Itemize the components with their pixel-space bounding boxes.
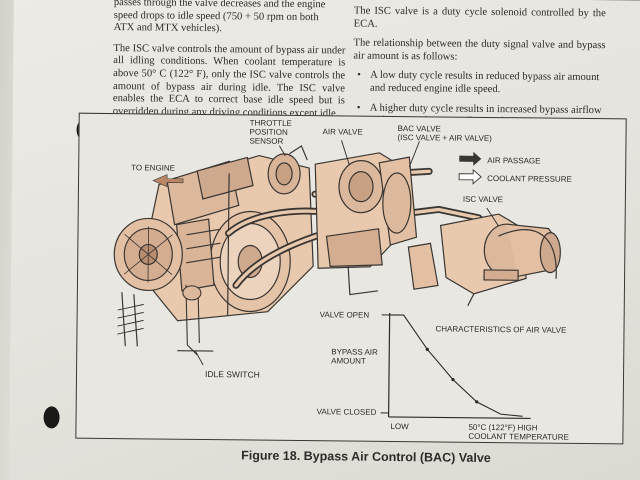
graph-label-bypass-2: AMOUNT <box>331 356 366 365</box>
label-throttle-1: THROTTLE <box>250 118 292 127</box>
bullet-low-duty: A low duty cycle results in reduced bypa… <box>357 70 605 98</box>
label-to-engine: TO ENGINE <box>131 163 175 172</box>
to-engine-arrow-icon <box>152 174 184 188</box>
throttle-body-drawing <box>139 154 314 322</box>
label-isc-valve: ISC VALVE <box>463 195 503 204</box>
graph-title: CHARACTERISTICS OF AIR VALVE <box>435 324 566 334</box>
graph-point-3 <box>475 400 479 404</box>
legend-air-passage: AIR PASSAGE <box>487 156 540 166</box>
label-throttle-2: POSITION <box>250 127 289 136</box>
figure-legend: AIR PASSAGE COOLANT PRESSURE <box>458 151 572 185</box>
graph-label-valve-open: VALVE OPEN <box>320 310 370 320</box>
coolant-pressure-arrow-icon <box>458 168 482 185</box>
label-leader-lines <box>194 140 499 366</box>
graph-label-low: LOW <box>390 422 409 431</box>
graph-label-high-1: 50°C (122°F) HIGH <box>468 423 537 433</box>
graph-y-axis <box>387 312 391 417</box>
isc-valve-drawing <box>439 213 561 307</box>
air-valve-drawing <box>314 152 400 296</box>
graph-label-valve-closed: VALVE CLOSED <box>317 407 377 417</box>
idle-switch-linkage <box>177 284 214 356</box>
figure-caption: Figure 18. Bypass Air Control (BAC) Valv… <box>241 448 491 466</box>
right-paragraph-1: The ISC valve is a duty cycle solenoid c… <box>353 5 606 30</box>
air-passage-arrow-icon <box>459 151 482 166</box>
left-paragraph-isc: The ISC valve controls the amount of byp… <box>112 42 346 120</box>
bac-housing-drawing <box>378 156 439 290</box>
label-bac-2: (ISC VALVE + AIR VALVE) <box>397 133 492 143</box>
air-valve-characteristics-graph: CHARACTERISTICS OF AIR VALVE VALVE OPEN … <box>317 310 569 442</box>
label-air-valve: AIR VALVE <box>323 127 363 136</box>
label-bac-1: BAC VALVE <box>398 124 441 133</box>
graph-point-2 <box>451 378 455 382</box>
left-top-line-3: ATX and MTX vehicles). <box>113 22 222 35</box>
graph-label-bypass-1: BYPASS AIR <box>331 347 378 356</box>
figure-box: THROTTLE POSITION SENSOR AIR VALVE BAC V… <box>75 112 627 445</box>
manual-page: passes through the valve decreases and t… <box>8 0 640 480</box>
graph-label-high-2: COOLANT TEMPERATURE <box>468 432 569 442</box>
left-text-column: passes through the valve decreases and t… <box>113 0 346 128</box>
graph-x-axis <box>388 416 531 420</box>
binder-hole-bottom <box>43 406 60 429</box>
label-throttle-3: SENSOR <box>249 136 283 145</box>
bac-valve-illustration: THROTTLE POSITION SENSOR AIR VALVE BAC V… <box>113 118 572 442</box>
legend-coolant-pressure: COOLANT PRESSURE <box>487 174 572 184</box>
label-idle-switch: IDLE SWITCH <box>205 369 260 380</box>
right-paragraph-2: The relationship between the duty signal… <box>353 37 606 63</box>
graph-point-1 <box>425 347 429 351</box>
throttle-linkage-wheel <box>113 217 183 347</box>
